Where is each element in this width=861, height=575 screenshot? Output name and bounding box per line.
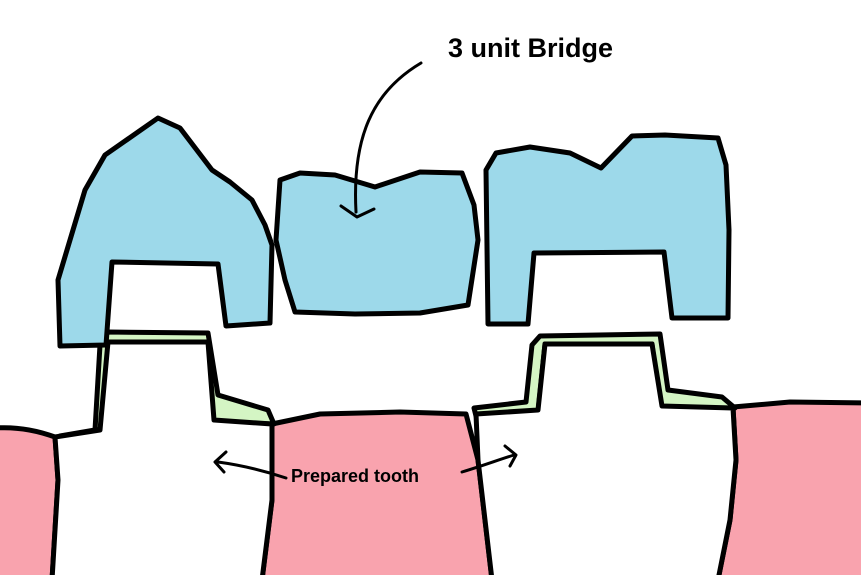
gum-left — [0, 425, 61, 575]
prepared-tooth-right — [473, 341, 739, 575]
bridge-crown-right — [483, 132, 732, 327]
bridge-pontic — [273, 169, 481, 317]
prepared-right-arrowhead — [503, 444, 518, 468]
bridge-leader-line — [354, 61, 423, 214]
gum-right — [716, 399, 861, 575]
bridge-crown-left — [55, 115, 275, 349]
bridge-title-label: 3 unit Bridge — [448, 33, 613, 63]
prepared-right-arrow — [460, 453, 516, 474]
bridge-leader-arrowhead — [339, 204, 376, 219]
prepared-left-arrowhead — [213, 450, 228, 474]
gum-middle — [260, 409, 494, 575]
prepared-tooth-label: Prepared tooth — [291, 466, 419, 486]
prepared-tooth-left — [49, 339, 275, 575]
prepared-left-arrow — [216, 460, 288, 480]
